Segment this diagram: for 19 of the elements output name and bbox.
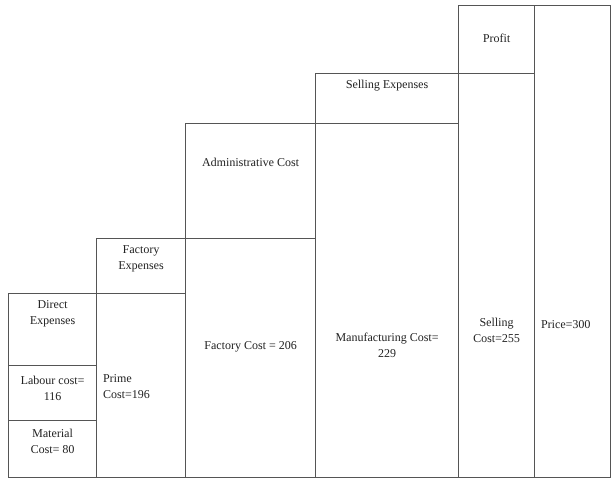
cost-block xyxy=(8,293,97,366)
cost-label: Factory Expenses xyxy=(117,241,165,273)
cost-block xyxy=(315,73,459,124)
cost-label: Manufacturing Cost= 229 xyxy=(334,329,440,361)
cost-label: Prime Cost=196 xyxy=(103,370,151,402)
cost-label: Factory Cost = 206 xyxy=(204,337,297,353)
cost-block xyxy=(534,5,611,478)
cost-block xyxy=(96,238,186,294)
cost-block xyxy=(8,420,97,478)
cost-label: Profit xyxy=(482,30,510,46)
cost-label: Selling Expenses xyxy=(346,76,428,92)
cost-label: Selling Cost=255 xyxy=(472,314,521,346)
cost-label: Price=300 xyxy=(541,316,590,332)
cost-label: Material Cost= 80 xyxy=(30,425,76,457)
cost-label: Administrative Cost xyxy=(202,154,299,170)
cost-label: Labour cost= 116 xyxy=(20,372,86,404)
cost-block xyxy=(185,123,316,239)
cost-block xyxy=(458,5,535,74)
cost-label: Direct Expenses xyxy=(28,296,76,328)
